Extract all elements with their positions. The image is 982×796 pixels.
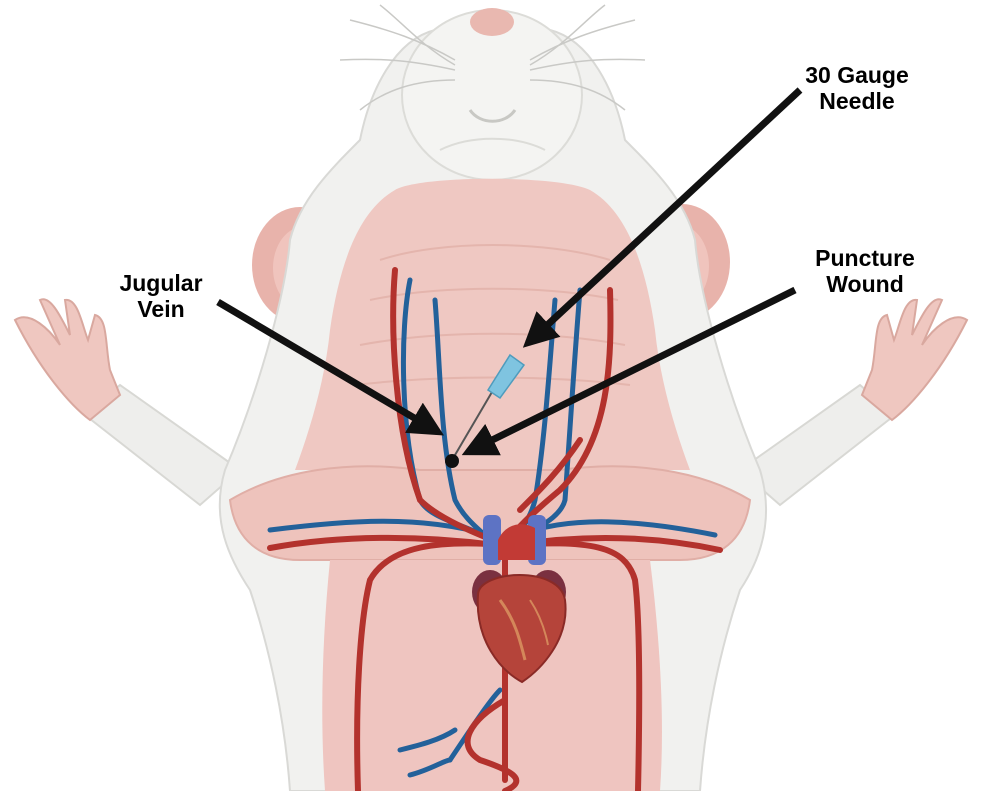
snout (402, 8, 582, 180)
left-arm (15, 299, 240, 505)
jugular-vein-label: Jugular Vein (96, 270, 226, 322)
puncture-label-line1: Puncture (790, 245, 940, 271)
puncture-label-line2: Wound (790, 271, 940, 297)
needle-label-line1: 30 Gauge (792, 62, 922, 88)
puncture-point (445, 454, 459, 468)
needle-label-line2: Needle (792, 88, 922, 114)
needle-label: 30 Gauge Needle (792, 62, 922, 114)
jugular-label-line2: Vein (96, 296, 226, 322)
puncture-wound-label: Puncture Wound (790, 245, 940, 297)
right-arm (740, 299, 967, 505)
jugular-label-line1: Jugular (96, 270, 226, 296)
